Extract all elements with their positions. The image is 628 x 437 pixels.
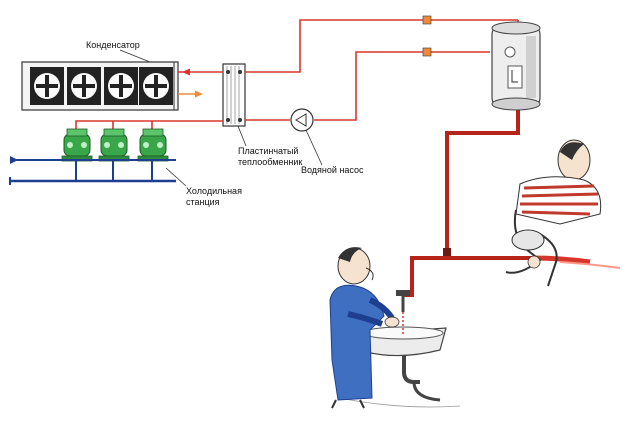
cold-station [61,128,169,162]
cold-station-label: Холодильная станция [186,186,242,208]
compressor-icon [137,128,169,162]
person-with-hose-icon [505,139,602,287]
plate-heat-exchanger-label-line1: Пластинчатый [238,146,299,156]
compressor-icon [61,128,93,162]
plate-heat-exchanger-label: Пластинчатый теплообменник [238,146,302,168]
plate-heat-exchanger-label-line2: теплообменник [238,157,303,167]
fan-icon [67,67,101,105]
condenser-unit [21,61,179,111]
fan-icon [139,67,173,105]
plate-heat-exchanger-icon [222,63,246,127]
refrigerant-pipes [75,68,223,132]
compressor-icon [98,128,130,162]
person-washing-icon [329,247,400,409]
fan-icon [30,67,64,105]
water-heater-icon [490,19,541,111]
fan-icon [104,67,138,105]
pump-icon [290,108,314,132]
cold-station-label-line1: Холодильная [186,186,242,196]
faucet-icon [396,290,410,336]
suction-pipes [9,156,176,185]
water-pipes [245,15,621,297]
cold-station-label-line2: станция [186,197,220,207]
condenser-label: Конденсатор [86,40,140,50]
water-pump-label: Водяной насос [301,165,364,175]
